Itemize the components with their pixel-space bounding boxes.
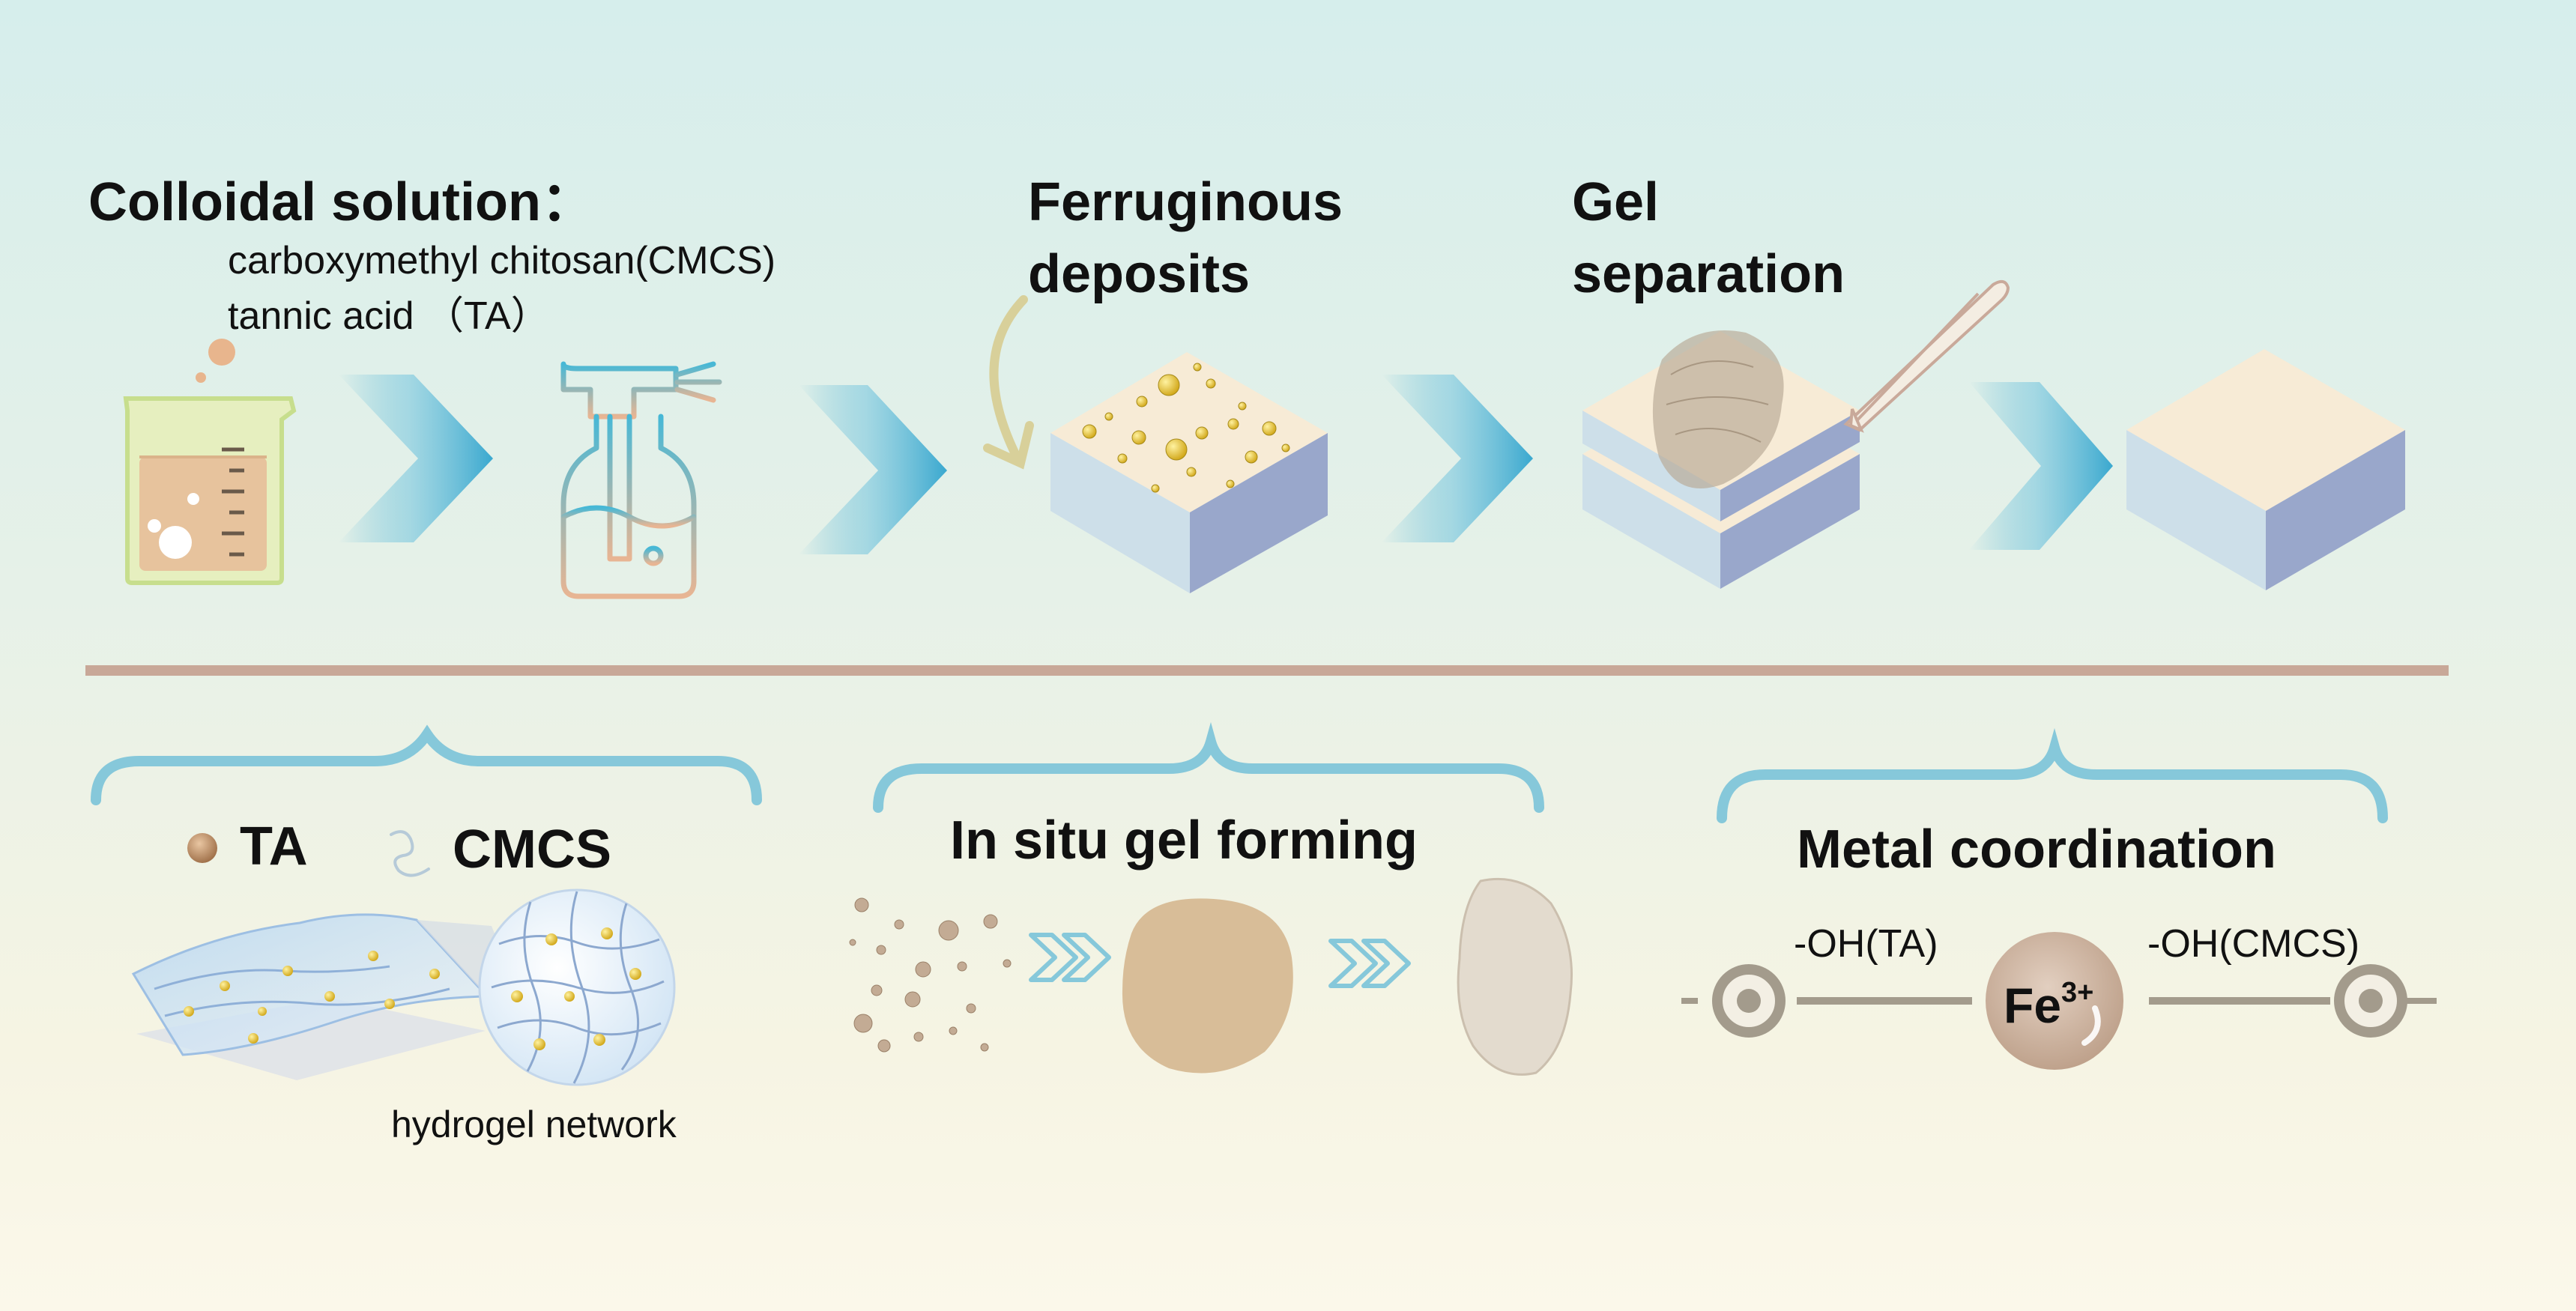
in-situ-gel-title: In situ gel forming: [950, 811, 1418, 871]
chevron-arrow-icon: [799, 385, 947, 554]
iron-ion-icon: [1986, 932, 2123, 1070]
chevron-arrow-icon: [339, 375, 493, 542]
spray-bottle-icon: [560, 361, 722, 599]
legend-ta-label: TA: [240, 817, 308, 876]
fe-symbol: Fe: [2004, 978, 2062, 1033]
colloidal-solution-title: Colloidal solution：: [88, 172, 595, 232]
particles-illustration: [849, 897, 1012, 1053]
dried-gel-icon: [1457, 877, 1573, 1076]
fe-charge: 3+: [2061, 977, 2094, 1008]
tweezers-icon: [1843, 279, 2010, 433]
hydrogel-network-label: hydrogel network: [391, 1103, 677, 1145]
coordination-diagram: [1681, 932, 2437, 1070]
oh-ta-label: -OH(TA): [1794, 922, 1938, 966]
hydrogel-block-icon: [1582, 330, 1860, 589]
oh-cmcs-label: -OH(CMCS): [2147, 922, 2360, 966]
ferruginous-title-line1: Ferruginous: [1028, 172, 1343, 232]
gel-separation-title-line2: separation: [1572, 244, 1845, 304]
hydroxyl-node-icon: [1712, 964, 1786, 1038]
hydrogel-block-icon: [1050, 352, 1328, 593]
ferruginous-title-line2: deposits: [1028, 244, 1251, 304]
cmcs-chain-icon: [390, 830, 430, 877]
ta-particle-icon: [187, 833, 217, 863]
brace-icon: [873, 721, 1544, 813]
brace-icon: [91, 724, 762, 805]
hydrogel-network-illustration: [131, 888, 676, 1086]
colloidal-ingredient-ta: tannic acid （TA）: [228, 294, 550, 338]
double-chevron-icon: [1029, 933, 1111, 982]
curved-arrow-icon: [983, 295, 1034, 470]
colloidal-ingredient-cmcs: carboxymethyl chitosan(CMCS): [228, 239, 776, 282]
brace-icon: [1717, 727, 2388, 823]
chevron-arrow-icon: [1969, 382, 2113, 550]
hydrogel-block-icon: [2126, 349, 2405, 590]
beaker-icon: [123, 339, 297, 585]
hydroxyl-node-icon: [2334, 964, 2407, 1038]
metal-coordination-title: Metal coordination: [1797, 820, 2277, 879]
double-chevron-icon: [1328, 939, 1411, 988]
gel-blob-icon: [1122, 898, 1293, 1074]
fe-ion-label: Fe3+: [2004, 978, 2093, 1030]
section-divider: [85, 665, 2449, 676]
chevron-arrow-icon: [1382, 375, 1533, 542]
gel-separation-title-line1: Gel: [1572, 172, 1660, 232]
legend-cmcs-label: CMCS: [453, 820, 611, 879]
